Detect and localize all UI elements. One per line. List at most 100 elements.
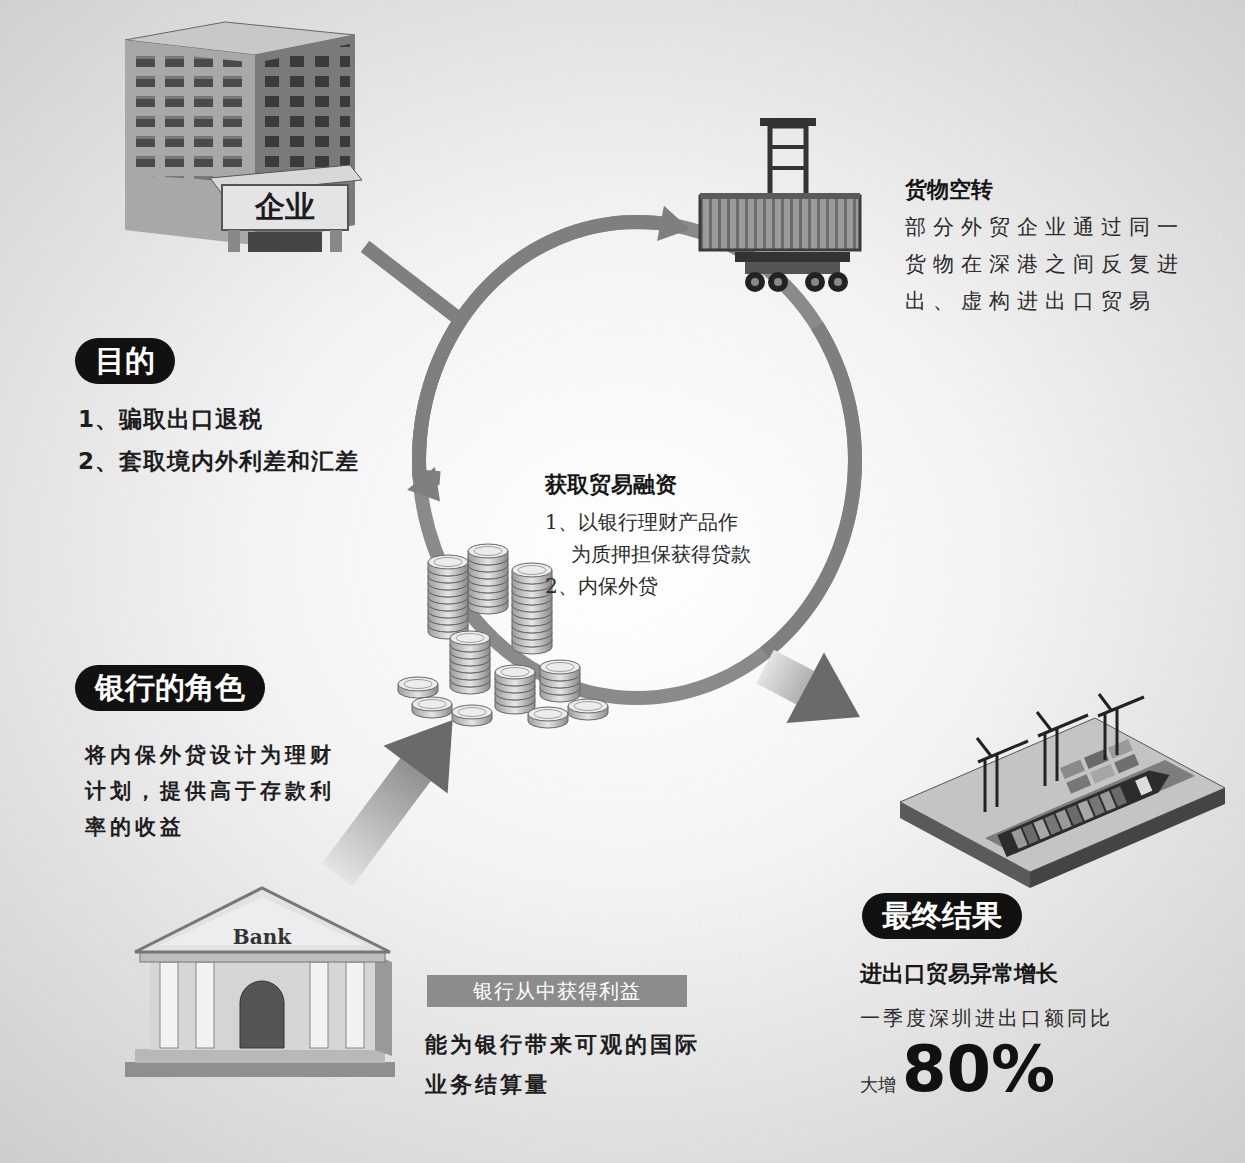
bank-building-illustration	[240, 981, 284, 1048]
port-illustration	[997, 764, 1174, 857]
cargo-container-illustration	[735, 252, 850, 262]
connector-line	[765, 326, 855, 653]
bank-building-illustration	[346, 962, 364, 1048]
section-pill: 银行的角色	[75, 665, 265, 711]
bank-role-block: 银行的角色将内保外贷设计为理财计划，提供高于存款利率的收益	[70, 660, 350, 851]
coin-stacks-illustration	[495, 665, 535, 686]
cargo-container-illustration	[751, 278, 759, 286]
coin-stacks-illustration	[398, 677, 438, 698]
cargo-container-illustration	[834, 278, 842, 286]
connector-line	[337, 770, 416, 875]
coin-stacks-illustration	[412, 697, 452, 718]
growth-figure: 80%	[902, 1033, 1055, 1105]
cargo-container-illustration	[770, 166, 806, 170]
coin-stacks-illustration	[398, 544, 608, 728]
port-illustration	[1098, 694, 1144, 760]
enterprise-building-illustration	[222, 185, 348, 230]
bank-building: Bank	[120, 875, 395, 1095]
block-heading: 货物空转	[905, 175, 993, 205]
arrow-head	[786, 652, 860, 723]
broad-arrow	[337, 720, 453, 875]
coin-stacks-illustration	[452, 705, 492, 726]
coin-stacks-illustration	[568, 699, 608, 720]
bank-building-illustration	[135, 888, 390, 952]
block-body: 将内保外贷设计为理财计划，提供高于存款利率的收益	[85, 737, 337, 845]
cycle-ring	[419, 222, 855, 698]
cargo-container-illustration	[768, 272, 788, 292]
port-illustration	[1037, 712, 1088, 786]
enterprise-building: 企业	[120, 25, 365, 260]
section-pill: 目的	[75, 338, 175, 384]
port-illustration	[1111, 786, 1127, 806]
connector-line	[765, 666, 805, 687]
broad-arrow	[765, 652, 860, 723]
final-result-block: 最终结果进出口贸易异常增长一季度深圳进出口额同比大增80%	[860, 710, 1230, 1125]
bank-building-illustration	[135, 1049, 385, 1063]
block-heading: 进出口贸易异常增长	[860, 959, 1058, 989]
purpose-block: 目的 1、骗取出口退税 2、套取境内外利差和汇差	[70, 335, 405, 495]
block-heading: 获取贸易融资	[545, 470, 677, 500]
growth-word: 大增	[860, 1073, 896, 1097]
bank-building-illustration	[160, 962, 178, 1048]
idle-cargo-block: 货物空转部分外贸企业通过同一货物在深港之间反复进出、虚构进出口贸易	[690, 120, 1215, 326]
cargo-container-illustration	[700, 118, 860, 292]
arrow-head	[383, 720, 452, 794]
cargo-container-illustration	[700, 196, 860, 250]
financing-item: 1、以银行理财产品作为质押担保获得贷款	[545, 506, 753, 570]
port-illustration	[1060, 759, 1085, 779]
enterprise-building-illustration	[125, 22, 362, 252]
bank-building-illustration	[150, 955, 375, 1050]
cargo-container-illustration	[745, 272, 765, 292]
section-pill: 最终结果	[862, 893, 1022, 939]
coin-stacks-illustration	[468, 544, 508, 565]
port-illustration	[1114, 754, 1139, 774]
enterprise-building-illustration	[132, 50, 248, 182]
connector-line	[419, 222, 661, 478]
coin-stacks-illustration	[428, 555, 468, 576]
port-illustration	[997, 764, 1174, 857]
bank-building-illustration	[310, 962, 328, 1048]
cargo-container-illustration	[770, 126, 806, 196]
cargo-container-illustration	[774, 278, 782, 286]
port-illustration	[1060, 739, 1139, 794]
port-illustration	[1090, 764, 1115, 784]
block-body: 部分外贸企业通过同一货物在深港之间反复进出、虚构进出口贸易	[905, 209, 1191, 320]
enterprise-building-illustration	[248, 232, 322, 252]
block-body: 能为银行带来可观的国际业务结算量	[425, 1025, 705, 1105]
cargo-container-illustration	[770, 145, 806, 149]
port-illustration	[1066, 774, 1091, 794]
building-sign-text: 企业	[222, 186, 348, 228]
bank-building-illustration	[196, 962, 214, 1048]
coin-stacks-illustration	[528, 707, 568, 728]
cargo-container-illustration	[700, 193, 860, 199]
port-illustration	[900, 694, 1225, 888]
cargo-container-illustration	[811, 278, 819, 286]
bank-building-illustration	[375, 955, 392, 1056]
cargo-container-illustration	[828, 272, 848, 292]
enterprise-building-illustration	[228, 230, 240, 252]
cargo-container-illustration	[805, 272, 825, 292]
port-illustration	[1135, 776, 1152, 795]
purpose-item: 1、骗取出口退税	[78, 404, 263, 434]
financing-item: 2、内保外贷	[545, 570, 658, 602]
cycle-arc	[765, 326, 855, 653]
coin-stacks-illustration	[540, 660, 580, 681]
port-illustration	[977, 738, 1028, 812]
bank-building-illustration	[125, 888, 395, 1077]
bank-benefit-block: 银行从中获得利益能为银行带来可观的国际业务结算量	[420, 970, 711, 1111]
bank-building-illustration	[125, 1062, 395, 1077]
arrow-head	[657, 206, 690, 241]
coin-stacks-illustration	[450, 631, 490, 652]
port-illustration	[900, 718, 1225, 872]
purpose-item: 2、套取境内外利差和汇差	[78, 446, 359, 476]
port-illustration	[1108, 739, 1133, 759]
financing-block: 获取贸易融资 1、以银行理财产品作为质押担保获得贷款2、内保外贷	[440, 465, 765, 720]
bank-sign-text: Bank	[207, 925, 317, 949]
block-body: 一季度深圳进出口额同比	[860, 1003, 1113, 1033]
cargo-container-illustration	[745, 262, 840, 274]
cycle-arrow	[419, 206, 690, 478]
grey-bar-heading: 银行从中获得利益	[427, 975, 687, 1007]
enterprise-building-illustration	[330, 230, 342, 252]
